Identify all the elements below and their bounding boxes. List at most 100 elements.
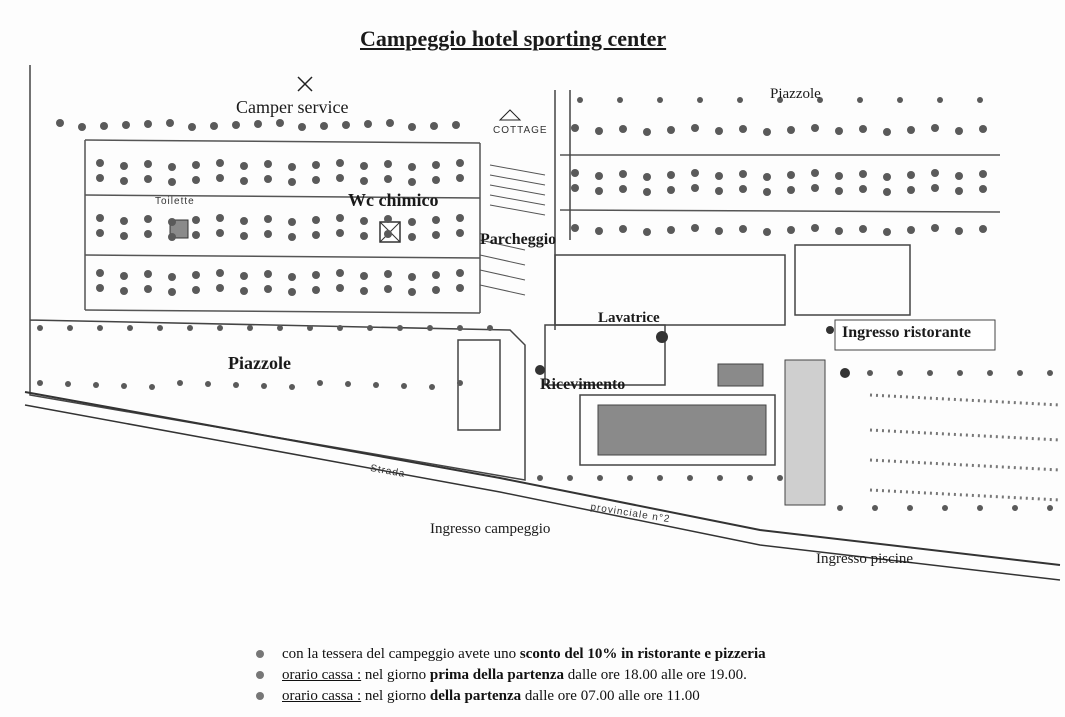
camper-service-marker	[297, 76, 313, 92]
tree-icon	[430, 122, 438, 130]
tree-icon	[883, 173, 891, 181]
tree-icon	[386, 119, 394, 127]
tree-icon	[955, 172, 963, 180]
ristorante-marker	[826, 326, 834, 334]
tree-icon	[835, 187, 843, 195]
tree-icon	[188, 123, 196, 131]
tree-icon	[120, 177, 128, 185]
tree-icon	[739, 185, 747, 193]
tree-icon	[691, 169, 699, 177]
tree-icon	[264, 175, 272, 183]
tree-icon	[667, 171, 675, 179]
label-piazzole-left: Piazzole	[228, 353, 291, 373]
tree-icon	[408, 123, 416, 131]
tree-icon	[977, 505, 983, 511]
tree-icon	[312, 231, 320, 239]
tree-icon	[931, 184, 939, 192]
main-road-edge	[24, 404, 1061, 581]
tree-icon	[979, 170, 987, 178]
tree-icon	[120, 287, 128, 295]
cottage-icon	[498, 109, 522, 121]
tree-icon	[427, 325, 433, 331]
tree-icon	[144, 230, 152, 238]
tree-icon	[595, 227, 603, 235]
tree-icon	[336, 159, 344, 167]
tree-icon	[240, 177, 248, 185]
tree-icon	[811, 124, 819, 132]
tree-icon	[937, 97, 943, 103]
tree-icon	[691, 224, 699, 232]
tree-icon	[298, 123, 306, 131]
tree-icon	[264, 285, 272, 293]
tree-icon	[312, 271, 320, 279]
tree-icon	[166, 119, 174, 127]
tree-icon	[336, 284, 344, 292]
central-building	[554, 254, 786, 326]
tree-icon	[691, 184, 699, 192]
tree-icon	[312, 161, 320, 169]
tree-icon	[247, 325, 253, 331]
tree-markers	[37, 97, 1053, 511]
tree-icon	[288, 273, 296, 281]
tree-icon	[144, 160, 152, 168]
tree-icon	[254, 120, 262, 128]
note-cashier-before-departure: orario cassa : nel giorno prima della pa…	[256, 665, 1036, 686]
restaurant-area	[794, 244, 911, 316]
tree-icon	[168, 273, 176, 281]
tree-icon	[100, 122, 108, 130]
tree-icon	[957, 370, 963, 376]
tree-icon	[595, 172, 603, 180]
tree-icon	[643, 228, 651, 236]
tree-icon	[835, 127, 843, 135]
pool-entrance-marker	[840, 368, 850, 378]
tree-icon	[619, 170, 627, 178]
tree-icon	[187, 325, 193, 331]
tree-icon	[120, 217, 128, 225]
tree-icon	[571, 124, 579, 132]
tree-icon	[859, 185, 867, 193]
tree-icon	[168, 218, 176, 226]
tree-icon	[342, 121, 350, 129]
tree-icon	[452, 121, 460, 129]
tree-icon	[65, 381, 71, 387]
tree-icon	[717, 475, 723, 481]
tree-icon	[979, 225, 987, 233]
bullet-icon	[256, 650, 264, 658]
tree-icon	[859, 225, 867, 233]
tree-icon	[120, 272, 128, 280]
swimming-pool	[597, 404, 767, 456]
label-ingresso-campeggio: Ingresso campeggio	[430, 521, 551, 537]
tree-icon	[667, 126, 675, 134]
tree-icon	[811, 184, 819, 192]
tree-icon	[977, 97, 983, 103]
tree-icon	[432, 216, 440, 224]
tree-icon	[457, 325, 463, 331]
tree-icon	[619, 185, 627, 193]
tree-icon	[168, 288, 176, 296]
tree-icon	[537, 475, 543, 481]
tree-icon	[336, 269, 344, 277]
tree-icon	[859, 170, 867, 178]
tree-icon	[456, 269, 464, 277]
tree-icon	[577, 97, 583, 103]
tree-icon	[408, 178, 416, 186]
tree-icon	[1012, 505, 1018, 511]
tree-icon	[312, 176, 320, 184]
parking-rows-right	[869, 393, 1061, 502]
tree-icon	[872, 505, 878, 511]
tree-icon	[777, 475, 783, 481]
tree-icon	[643, 173, 651, 181]
tree-icon	[715, 172, 723, 180]
tree-icon	[456, 214, 464, 222]
tree-icon	[456, 159, 464, 167]
tree-icon	[144, 270, 152, 278]
tree-icon	[456, 284, 464, 292]
tree-icon	[261, 383, 267, 389]
tree-icon	[571, 169, 579, 177]
main-road	[24, 391, 1061, 566]
tree-icon	[835, 172, 843, 180]
tree-icon	[691, 124, 699, 132]
tree-icon	[763, 228, 771, 236]
tree-icon	[777, 97, 783, 103]
